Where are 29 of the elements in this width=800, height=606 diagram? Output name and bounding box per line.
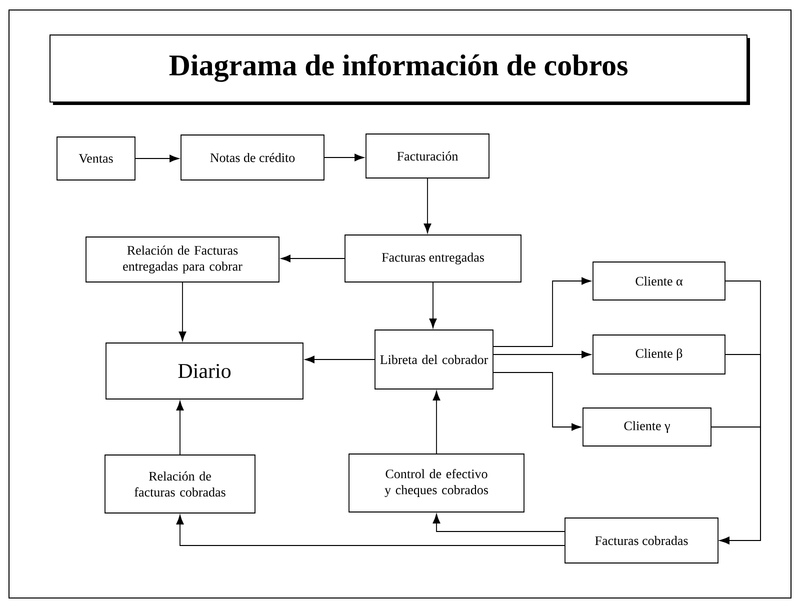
arrow (176, 400, 184, 455)
arrow (432, 390, 440, 454)
arrow (493, 350, 592, 358)
process-box: Facturas cobradas (564, 518, 718, 564)
arrow (176, 514, 565, 546)
arrow (424, 178, 432, 234)
process-box: Facturas entregadas (344, 234, 522, 282)
arrow (304, 356, 375, 364)
arrow (178, 282, 186, 342)
process-box: Ventas (56, 136, 136, 180)
arrow (324, 154, 364, 162)
title-banner: Diagrama de información de cobros (50, 34, 750, 105)
arrow (135, 154, 180, 162)
arrow (432, 514, 565, 532)
process-box: Control de efectivo y cheques cobrados (348, 454, 524, 512)
arrow (280, 254, 345, 262)
process-box: Libreta del cobrador (374, 330, 494, 390)
arrow (493, 372, 582, 431)
process-box: Notas de crédito (180, 134, 324, 180)
process-box: Cliente β (592, 334, 726, 374)
process-box: Cliente γ (582, 408, 712, 446)
process-box: Cliente α (592, 262, 726, 300)
process-box: Diario (106, 342, 304, 400)
process-box: Relación de facturas cobradas (104, 454, 256, 514)
arrow (429, 282, 437, 328)
arrow (493, 277, 592, 347)
process-box: Relación de Facturas entregadas para cobrar (86, 236, 280, 282)
arrow (711, 426, 761, 544)
process-box: Facturación (366, 134, 490, 178)
